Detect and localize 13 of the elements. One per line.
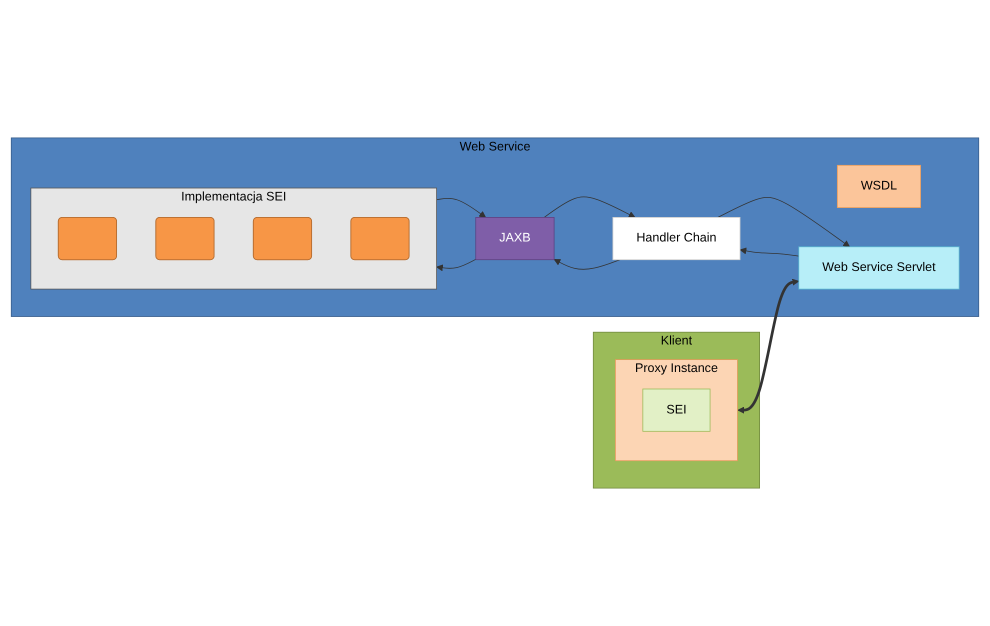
arrow — [740, 247, 800, 257]
arrow — [737, 278, 800, 414]
arrow — [436, 198, 486, 218]
node-box: Handler Chain — [612, 217, 740, 260]
arrow — [544, 196, 636, 218]
arrow — [436, 258, 476, 272]
node-box: WSDL — [836, 164, 921, 208]
node-box: JAXB — [475, 217, 554, 260]
cluster: Implementacja SEI — [30, 188, 437, 290]
arrow — [554, 259, 620, 270]
node-box: SEI — [642, 388, 710, 432]
arrow — [717, 196, 850, 248]
node-box: Web Service Servlet — [798, 246, 960, 290]
